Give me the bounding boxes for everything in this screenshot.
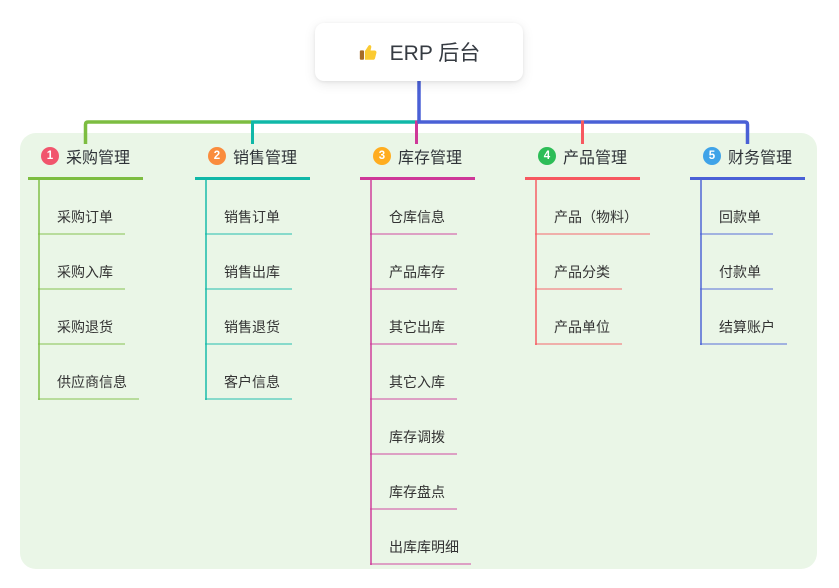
child-node[interactable]: 采购订单: [38, 180, 143, 235]
child-label: 库存调拨: [370, 427, 457, 455]
child-label: 采购订单: [38, 207, 125, 235]
child-label: 结算账户: [700, 317, 787, 345]
child-label: 产品库存: [370, 262, 457, 290]
child-label: 产品（物料）: [535, 207, 650, 235]
branch-node[interactable]: 2 销售管理: [195, 144, 310, 180]
child-label: 销售退货: [205, 317, 292, 345]
child-label: 销售订单: [205, 207, 292, 235]
root-node[interactable]: ERP 后台: [315, 23, 523, 81]
child-label: 销售出库: [205, 262, 292, 290]
child-label: 回款单: [700, 207, 773, 235]
child-node[interactable]: 产品库存: [370, 235, 475, 290]
child-node[interactable]: 付款单: [700, 235, 805, 290]
child-node[interactable]: 回款单: [700, 180, 805, 235]
child-label: 其它入库: [370, 372, 457, 400]
child-node[interactable]: 出库库明细: [370, 510, 475, 565]
branch-children: 产品（物料） 产品分类产品单位: [535, 180, 650, 345]
branch-children: 仓库信息产品库存其它出库其它入库库存调拨库存盘点出库库明细: [370, 180, 475, 565]
branch-label: 销售管理: [232, 150, 297, 167]
root-title: ERP 后台: [389, 42, 481, 65]
branch-children: 回款单付款单结算账户: [700, 180, 805, 345]
child-node[interactable]: 库存盘点: [370, 455, 475, 510]
mindmap-panel: [20, 133, 817, 569]
child-node[interactable]: 其它出库: [370, 290, 475, 345]
branch: 3 库存管理 仓库信息产品库存其它出库其它入库库存调拨库存盘点出库库明细: [360, 144, 475, 565]
child-node[interactable]: 客户信息: [205, 345, 310, 400]
child-label: 采购退货: [38, 317, 125, 345]
branch-node[interactable]: 4 产品管理: [525, 144, 640, 180]
branch-label: 库存管理: [397, 150, 462, 167]
child-label: 产品单位: [535, 317, 622, 345]
branch: 4 产品管理 产品（物料） 产品分类产品单位: [525, 144, 650, 345]
child-label: 采购入库: [38, 262, 125, 290]
child-node[interactable]: 销售出库: [205, 235, 310, 290]
branch: 1 采购管理 采购订单采购入库采购退货供应商信息: [28, 144, 143, 400]
child-node[interactable]: 采购入库: [38, 235, 143, 290]
child-label: 其它出库: [370, 317, 457, 345]
child-label: 付款单: [700, 262, 773, 290]
branch-children: 采购订单采购入库采购退货供应商信息: [38, 180, 143, 400]
branch-number-badge: 1: [40, 147, 59, 165]
child-node[interactable]: 产品单位: [535, 290, 640, 345]
thumbs-up-icon: [358, 41, 380, 63]
child-label: 出库库明细: [370, 537, 471, 565]
child-label: 供应商信息: [38, 372, 139, 400]
branch-number-badge: 4: [537, 147, 556, 165]
branch-label: 采购管理: [65, 150, 130, 167]
child-node[interactable]: 销售退货: [205, 290, 310, 345]
branch-number-badge: 2: [207, 147, 226, 165]
branch-number-badge: 5: [702, 147, 721, 165]
child-node[interactable]: 产品（物料）: [535, 180, 650, 235]
branch-number-badge: 3: [372, 147, 391, 165]
child-label: 客户信息: [205, 372, 292, 400]
child-label: 仓库信息: [370, 207, 457, 235]
branch: 5 财务管理 回款单付款单结算账户: [690, 144, 805, 345]
branch-node[interactable]: 5 财务管理: [690, 144, 805, 180]
child-label: 库存盘点: [370, 482, 457, 510]
branch-node[interactable]: 3 库存管理: [360, 144, 475, 180]
child-node[interactable]: 库存调拨: [370, 400, 475, 455]
child-label: 产品分类: [535, 262, 622, 290]
branch-children: 销售订单销售出库销售退货客户信息: [205, 180, 310, 400]
child-node[interactable]: 结算账户: [700, 290, 805, 345]
branch: 2 销售管理 销售订单销售出库销售退货客户信息: [195, 144, 310, 400]
child-node[interactable]: 产品分类: [535, 235, 640, 290]
child-node[interactable]: 采购退货: [38, 290, 143, 345]
child-node[interactable]: 供应商信息: [38, 345, 143, 400]
branch-label: 财务管理: [727, 150, 792, 167]
child-node[interactable]: 销售订单: [205, 180, 310, 235]
child-node[interactable]: 仓库信息: [370, 180, 475, 235]
child-node[interactable]: 其它入库: [370, 345, 475, 400]
branch-label: 产品管理: [562, 150, 627, 167]
branch-node[interactable]: 1 采购管理: [28, 144, 143, 180]
